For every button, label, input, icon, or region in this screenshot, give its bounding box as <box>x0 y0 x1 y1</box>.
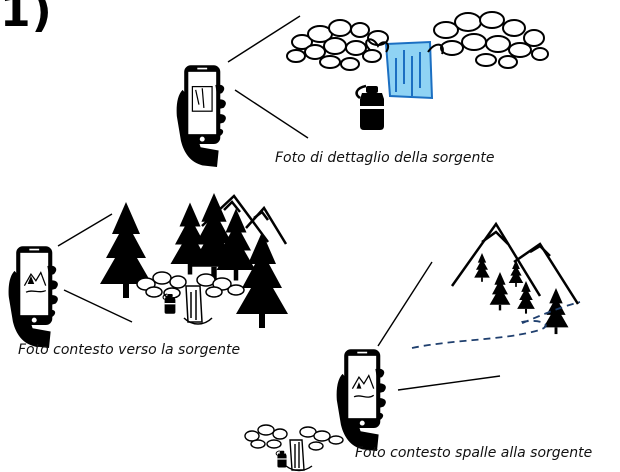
sight-line <box>63 289 133 323</box>
sight-line <box>377 261 433 347</box>
waterfall-icon <box>285 439 313 472</box>
pine-tree-icon <box>474 253 490 282</box>
waterfall-icon <box>183 285 213 325</box>
mountain-icon <box>450 221 580 305</box>
phone-hand-icon <box>336 349 386 451</box>
pine-tree-icon <box>543 288 569 335</box>
rocks-icon <box>244 424 344 451</box>
rocks-left-icon <box>286 19 389 71</box>
toward-scene <box>8 193 288 348</box>
phone-hand-icon <box>8 246 58 348</box>
back-scene <box>244 221 581 472</box>
sight-line <box>227 15 301 63</box>
figure-heading: 1) <box>0 0 53 37</box>
caption-context-toward-source: Foto contesto verso la sorgente <box>18 342 241 358</box>
water-bottle-icon <box>275 450 288 468</box>
sight-line <box>234 89 309 139</box>
pine-tree-icon <box>489 272 511 311</box>
waterfall-icon <box>365 38 444 100</box>
trail-path <box>411 301 581 349</box>
water-bottle-icon <box>355 84 386 132</box>
detail-scene <box>176 11 549 167</box>
sight-line <box>397 375 501 391</box>
pine-tree-icon <box>517 281 535 314</box>
sight-line <box>57 213 113 247</box>
rocks-right-icon <box>433 11 549 69</box>
phone-hand-icon <box>176 65 226 167</box>
caption-context-back-to-source: Foto contesto spalle alla sorgente <box>355 445 593 461</box>
caption-detail-shot: Foto di dettaglio della sorgente <box>275 150 495 166</box>
rocks-icon <box>136 271 245 299</box>
